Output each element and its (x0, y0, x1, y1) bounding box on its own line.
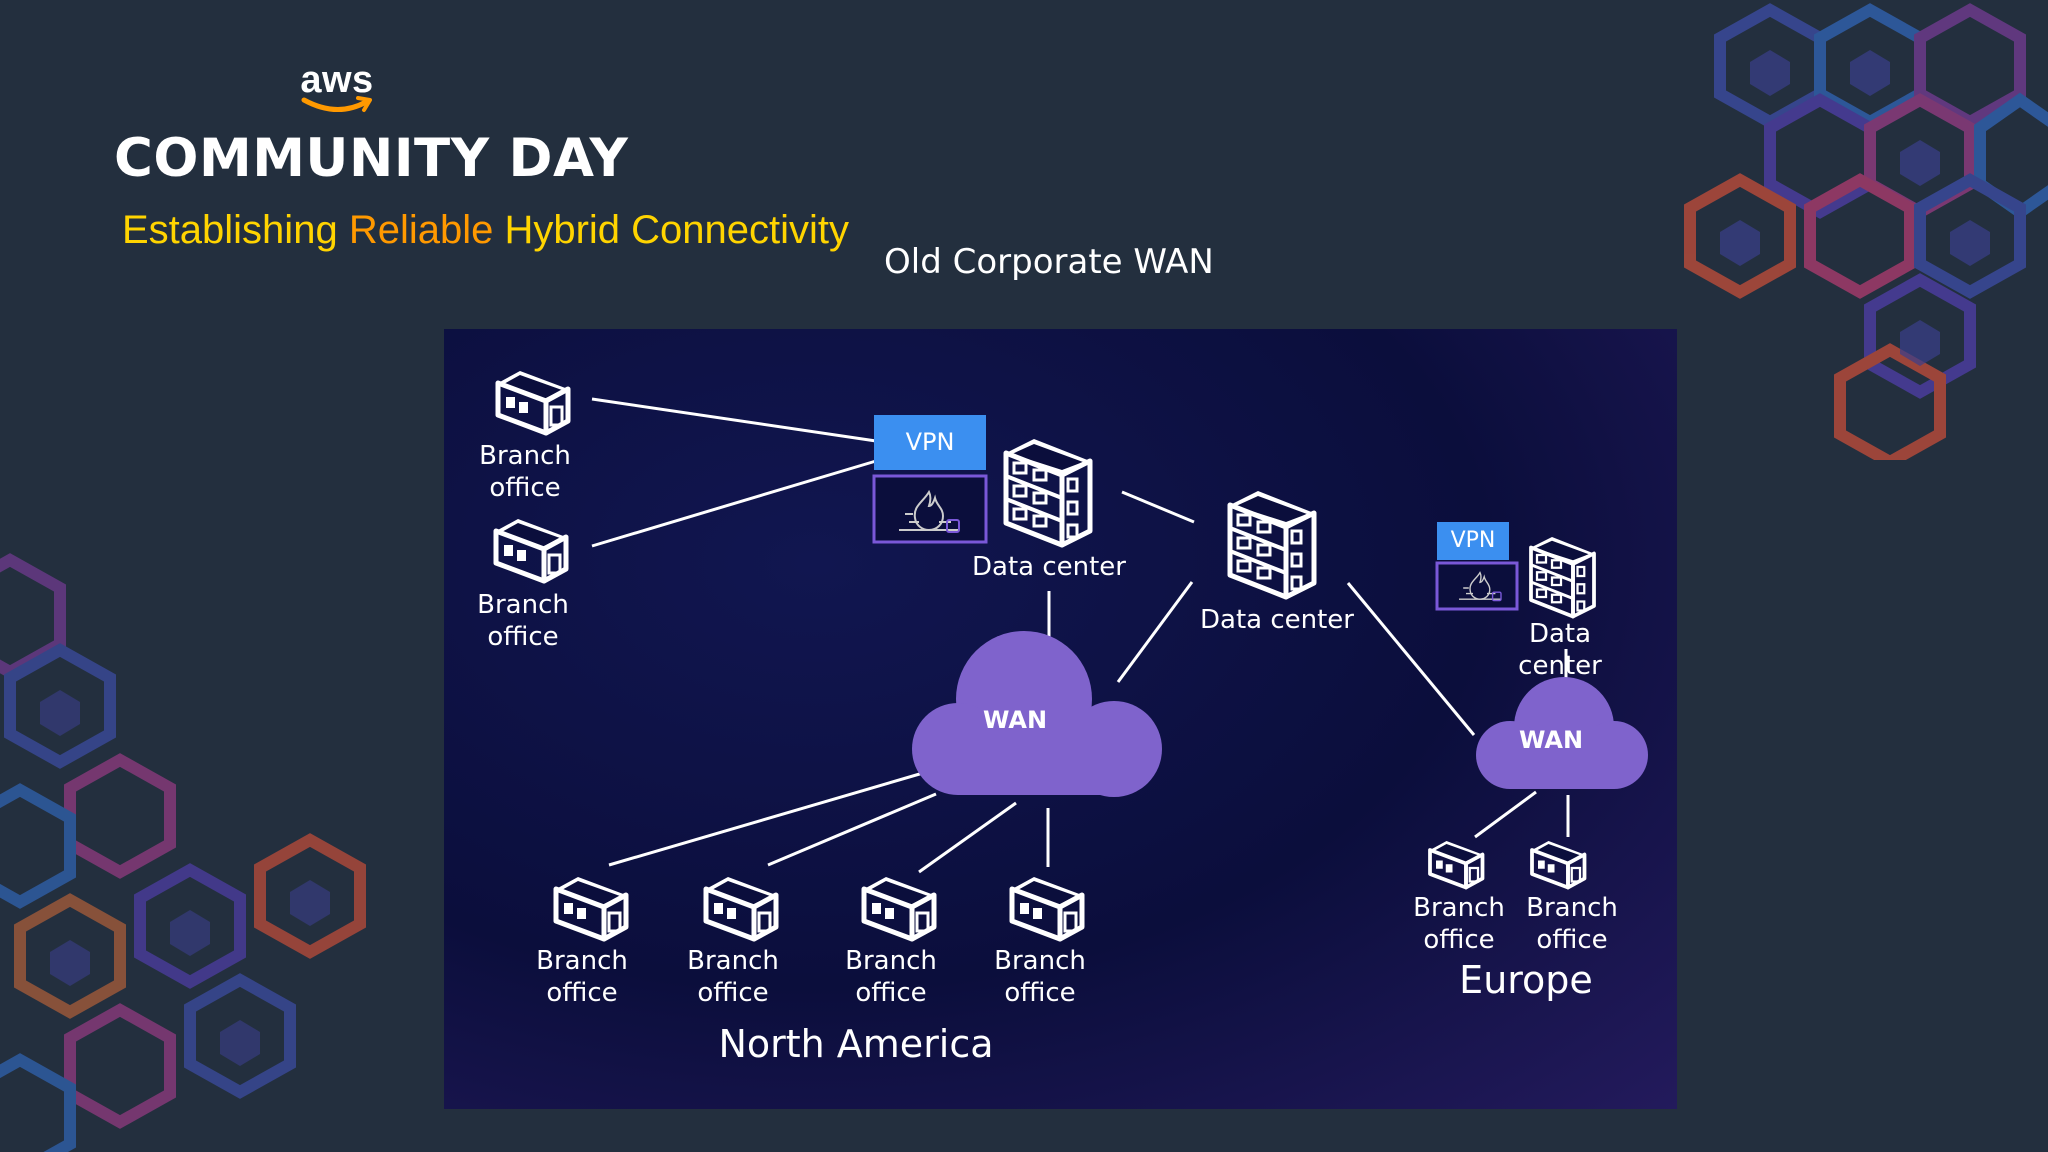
branch-office-icon (706, 877, 776, 939)
network-diagram: VPN VPN WAN WAN Data center Data center … (444, 329, 1677, 1109)
branch-office-icon (1428, 839, 1485, 890)
data-center-label: Data center (1200, 605, 1354, 635)
hexagon-pattern-top-right (1684, 3, 2048, 460)
wan-cloud-europe (1476, 677, 1648, 789)
data-center-icon (1230, 491, 1314, 597)
region-label-north-america: North America (718, 1022, 994, 1066)
aws-logo-text: aws (300, 59, 374, 101)
aws-logo: aws (300, 60, 374, 114)
slide-subtitle: Establishing Reliable Hybrid Connectivit… (122, 208, 849, 253)
firewall-icon (872, 474, 988, 544)
region-label-europe: Europe (1459, 958, 1593, 1002)
branch-office-label: Branch office (477, 590, 569, 652)
firewall-icon (1435, 561, 1519, 611)
slide-heading: Old Corporate WAN (884, 242, 1214, 282)
branch-office-label: Branch office (845, 946, 937, 1008)
hexagon-pattern-bottom-left (0, 553, 366, 1152)
data-center-icon (1529, 535, 1596, 619)
connection-lines (591, 397, 1570, 874)
wan-label: WAN (1518, 726, 1584, 754)
branch-office-label: Branch office (1413, 893, 1505, 955)
branch-office-label: Branch office (479, 441, 571, 503)
vpn-badge: VPN (874, 415, 986, 470)
vpn-badge: VPN (1437, 522, 1509, 560)
data-center-icon (1006, 439, 1090, 545)
branch-office-icon (1012, 877, 1082, 939)
branch-office-label: Branch office (994, 946, 1086, 1008)
subtitle-part-accent: Reliable (348, 208, 494, 252)
wan-cloud-north-america (912, 631, 1162, 797)
aws-smile-icon (301, 96, 372, 113)
subtitle-part-3: Hybrid Connectivity (504, 208, 850, 252)
branch-office-icon (864, 877, 934, 939)
branch-office-label: Branch office (536, 946, 628, 1008)
branch-office-label: Branch office (687, 946, 779, 1008)
branch-office-icon (496, 519, 566, 581)
branch-office-label: Branch office (1526, 893, 1618, 955)
diagram-graphics (444, 329, 1648, 1109)
event-title: COMMUNITY DAY (114, 128, 629, 189)
subtitle-part-1: Establishing (122, 208, 338, 252)
branch-office-icon (498, 371, 568, 433)
branch-office-icon (556, 877, 626, 939)
wan-label: WAN (982, 706, 1048, 734)
branch-office-icon (1530, 839, 1587, 890)
data-center-label: Data center (972, 552, 1126, 582)
data-center-label: Data center (1518, 619, 1602, 681)
